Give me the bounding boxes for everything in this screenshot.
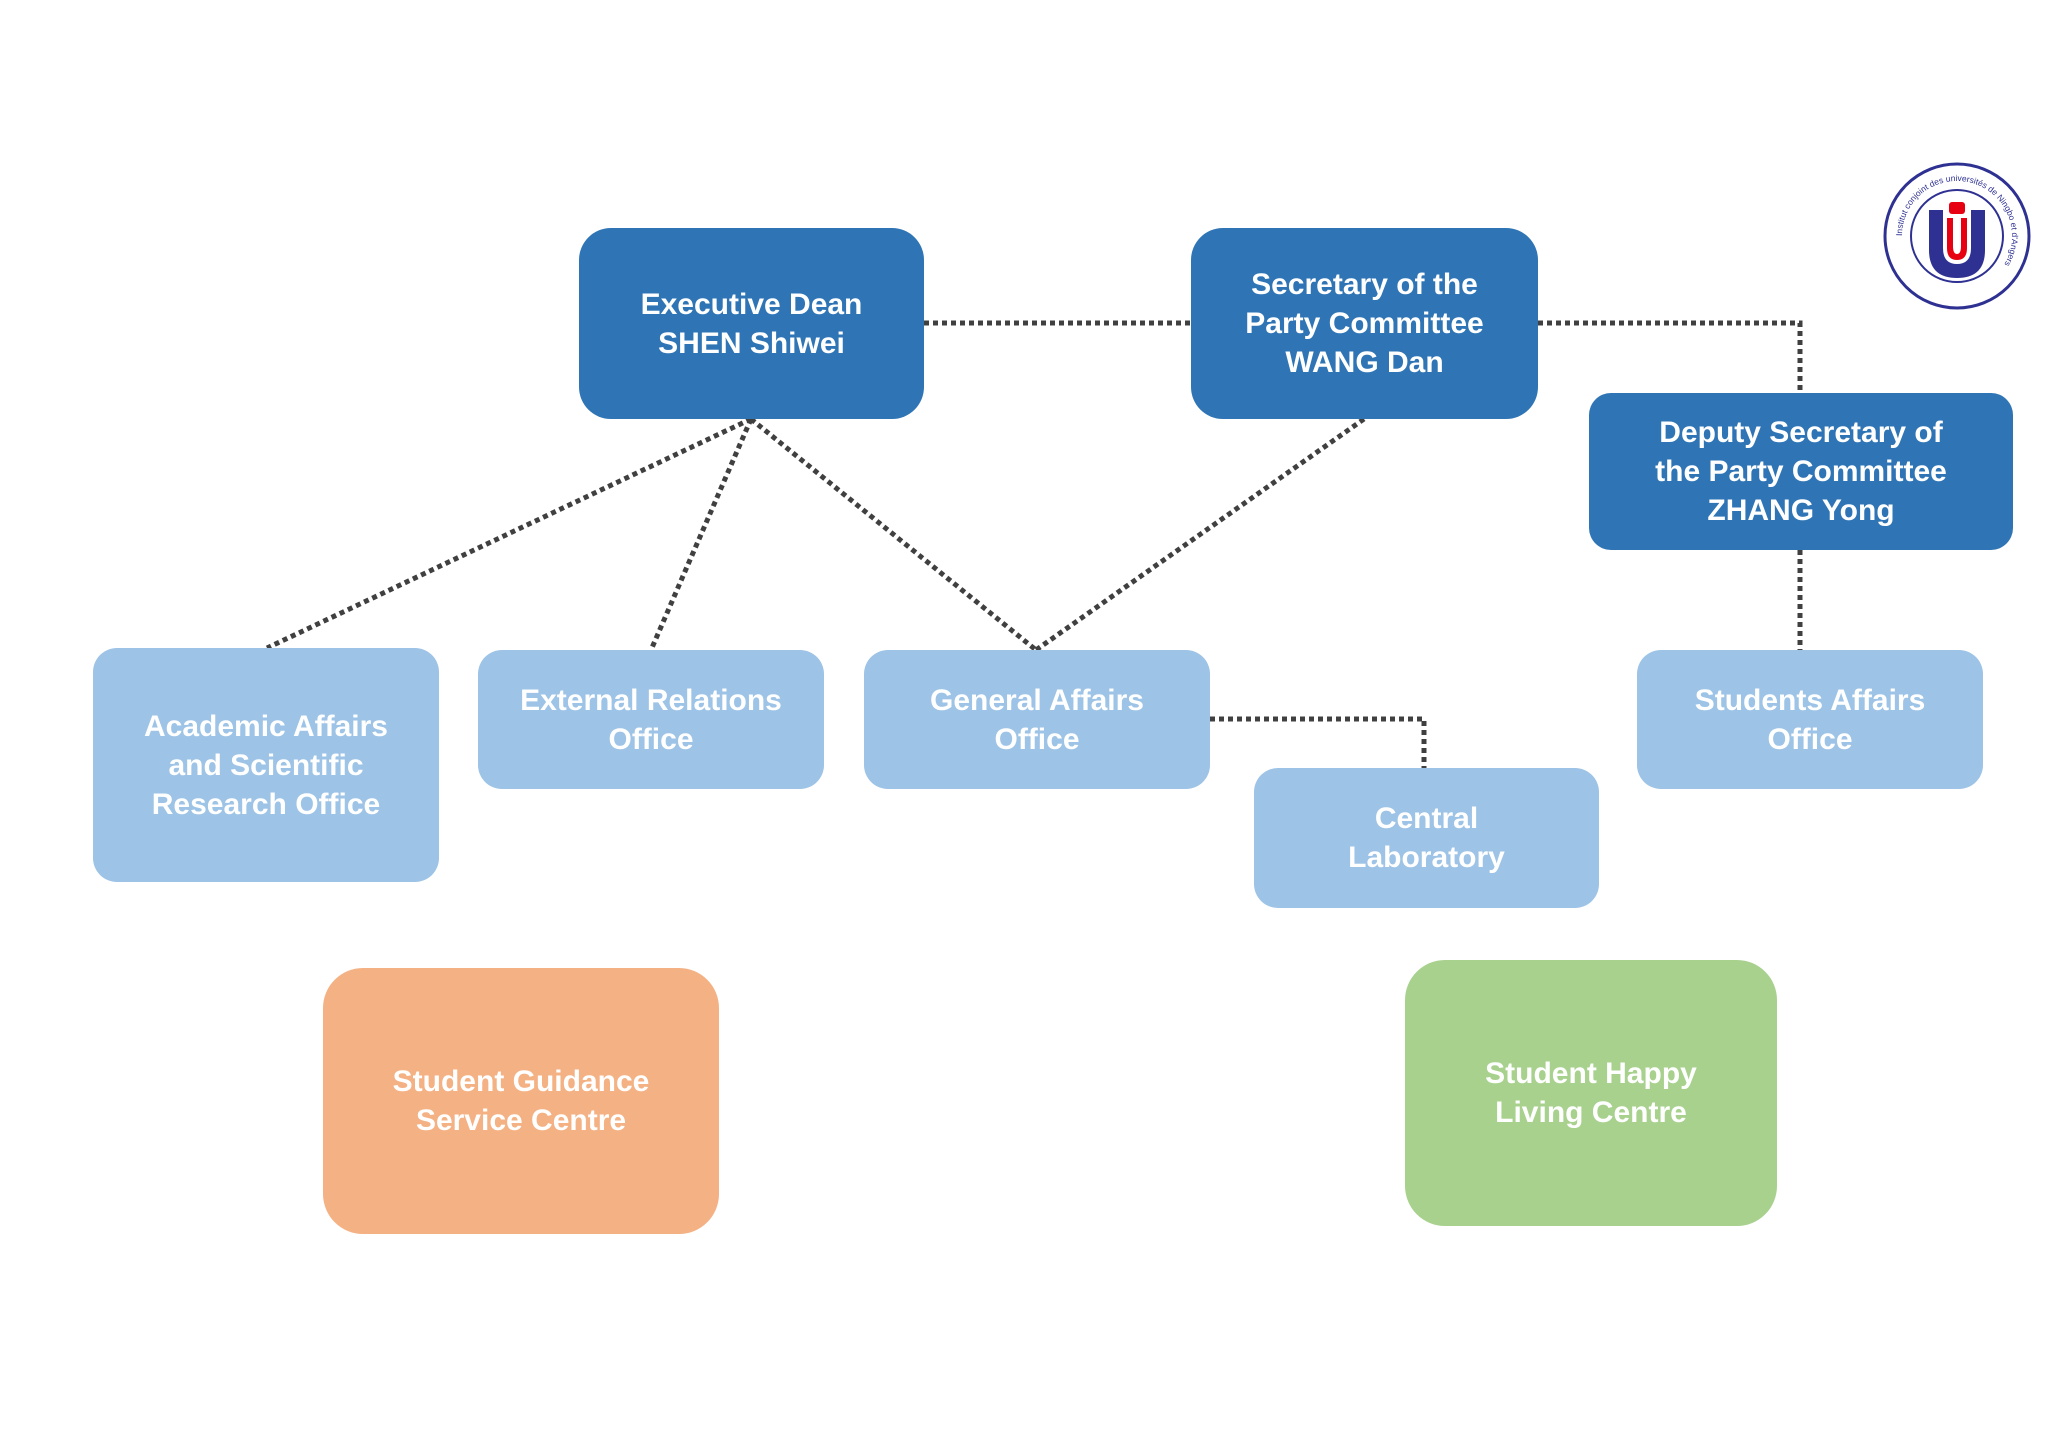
academic-office-label-line3: Research Office [151, 787, 381, 821]
link-general-lab [1210, 716, 1427, 768]
students-affairs-office-node: Students Affairs Office [1637, 650, 1983, 789]
general-office-label-line2: Office [994, 722, 1080, 756]
link-dean-academic [265, 416, 753, 651]
link-dean-external [648, 418, 754, 651]
general-affairs-office-node: General Affairs Office [864, 650, 1210, 789]
central-laboratory-node: Central Laboratory [1254, 768, 1599, 908]
deputy-secretary-node: Deputy Secretary of the Party Committee … [1589, 393, 2013, 550]
deputy-secretary-title-line2: the Party Committee [1655, 455, 1947, 488]
link-secretary-general [1034, 416, 1366, 653]
executive-dean-node: Executive Dean SHEN Shiwei [579, 228, 924, 419]
external-office-label-line2: Office [608, 722, 694, 756]
deputy-secretary-name: ZHANG Yong [1707, 494, 1895, 527]
guidance-centre-label-line1: Student Guidance [392, 1065, 650, 1098]
party-secretary-title-line1: Secretary of the [1251, 268, 1478, 301]
happy-centre-label-line1: Student Happy [1485, 1057, 1697, 1090]
link-dean-general [749, 417, 1038, 652]
student-guidance-centre-node: Student Guidance Service Centre [323, 968, 719, 1234]
central-lab-label-line2: Laboratory [1348, 841, 1505, 874]
students-office-label-line1: Students Affairs [1694, 683, 1926, 717]
deputy-secretary-title-line1: Deputy Secretary of [1659, 416, 1943, 449]
academic-office-label-line1: Academic Affairs [144, 709, 388, 743]
general-office-label-line1: General Affairs [930, 683, 1144, 717]
academic-office-label-line2: and Scientific [168, 748, 364, 782]
guidance-centre-label-line2: Service Centre [415, 1104, 627, 1137]
party-secretary-node: Secretary of the Party Committee WANG Da… [1191, 228, 1538, 419]
party-secretary-title-line2: Party Committee [1245, 307, 1484, 340]
student-happy-living-centre-node: Student Happy Living Centre [1405, 960, 1777, 1226]
central-lab-label-line1: Central [1374, 802, 1479, 835]
external-office-label-line1: External Relations [520, 683, 782, 717]
executive-dean-title: Executive Dean [640, 287, 863, 321]
logo-emblem-icon [1929, 202, 1985, 278]
link-secretary-deputy [1538, 320, 1803, 393]
students-office-label-line2: Office [1767, 722, 1853, 756]
institute-logo: Institut conjoint des universités de Nin… [1883, 162, 2031, 310]
academic-affairs-office-node: Academic Affairs and Scientific Research… [93, 648, 439, 882]
party-secretary-name: WANG Dan [1285, 346, 1444, 379]
external-relations-office-node: External Relations Office [478, 650, 824, 789]
happy-centre-label-line2: Living Centre [1495, 1096, 1687, 1129]
executive-dean-name: SHEN Shiwei [658, 326, 845, 360]
